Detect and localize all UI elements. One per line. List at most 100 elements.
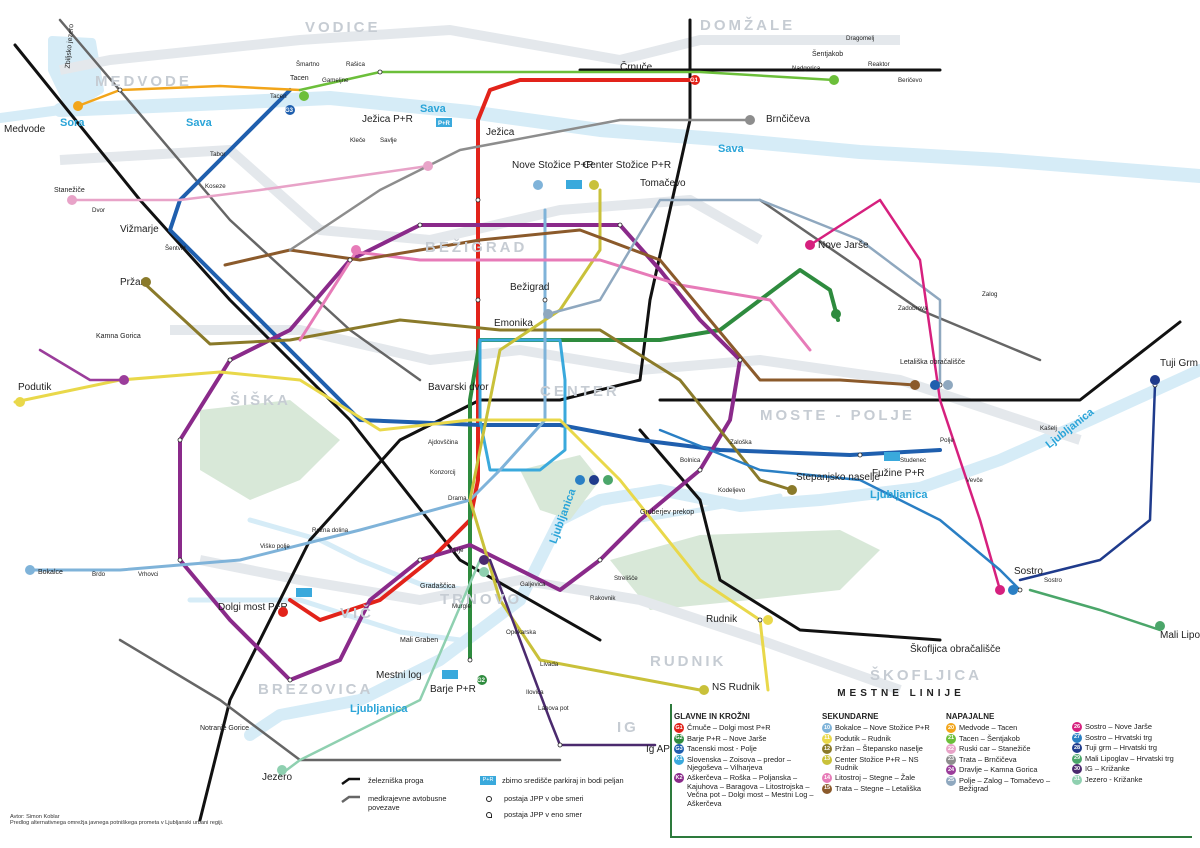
line-20 bbox=[76, 84, 302, 108]
legend-stop-both: postaja JPP v obe smeri bbox=[486, 794, 584, 803]
station-label: Šentvid bbox=[165, 245, 186, 252]
station-label: Studenec bbox=[900, 457, 926, 464]
pr-hub-labels: Ježica P+R Nove Stožice P+R Center Stoži… bbox=[218, 114, 925, 695]
station-label: Reaktor bbox=[868, 61, 890, 68]
pr-hub-label: Nove Stožice P+R bbox=[512, 160, 593, 171]
place-label: Brnčičeva bbox=[766, 114, 810, 125]
river-ljubljanica-north bbox=[514, 364, 1200, 606]
svg-text:P+R: P+R bbox=[438, 121, 451, 127]
district-label: RUDNIK bbox=[650, 653, 726, 670]
park-golovec bbox=[610, 530, 880, 610]
station-label: Vevče bbox=[966, 477, 983, 484]
line-badge: 31 bbox=[1072, 774, 1082, 785]
railway-3 bbox=[198, 18, 692, 822]
transit-lines bbox=[13, 18, 1182, 822]
district-label: VODICE bbox=[305, 19, 381, 36]
river-label: Sava bbox=[186, 117, 213, 129]
river-label: Mali Graben bbox=[400, 637, 438, 644]
station-label: Rašica bbox=[346, 61, 365, 68]
intercity-bus-2 bbox=[118, 638, 562, 762]
legend: MESTNE LINIJE železniška proga medkrajev… bbox=[330, 688, 1192, 842]
district-label: BREZOVICA bbox=[258, 681, 373, 698]
station-label: Tacen bbox=[270, 93, 287, 100]
line-badge: 14 bbox=[822, 773, 832, 784]
river-graben bbox=[187, 597, 463, 643]
stop-one-icon bbox=[486, 812, 492, 818]
legend-railway: železniška proga bbox=[340, 776, 423, 786]
legend-intercity: medkrajevne avtobusne povezave bbox=[340, 794, 470, 812]
place-label: Bežigrad bbox=[510, 282, 549, 293]
pr-icon: P+R bbox=[480, 776, 496, 785]
station-label: Lahova pot bbox=[538, 705, 569, 712]
station-label: Sostro bbox=[1044, 577, 1062, 584]
place-label: Vižmarje bbox=[120, 224, 159, 235]
station-label: Kleče bbox=[350, 137, 366, 144]
river-gradascica bbox=[247, 517, 473, 593]
place-label: NS Rudnik bbox=[712, 682, 761, 693]
place-label: Bokalce bbox=[38, 569, 63, 576]
line-26 bbox=[808, 198, 1002, 592]
station-label: Ajdovščina bbox=[428, 439, 458, 446]
lake-zbiljsko bbox=[48, 36, 104, 112]
line-15 bbox=[223, 228, 917, 387]
station-label: Opekarska bbox=[506, 629, 536, 636]
pr-hub-label: Dolgi most P+R bbox=[218, 602, 288, 613]
station-label: Kodeljevo bbox=[718, 487, 746, 494]
line-30 bbox=[488, 558, 657, 747]
author-credit: Avtor: Simon Koblar Predlog alternativne… bbox=[10, 814, 224, 826]
line-29 bbox=[1028, 588, 1162, 632]
line-badge: 28 bbox=[1072, 743, 1082, 753]
station-label: Savlje bbox=[380, 137, 397, 144]
river-label: Sava bbox=[420, 103, 447, 115]
place-label: Mali Lipoglav bbox=[1160, 630, 1200, 641]
line-badge: 20 bbox=[946, 723, 956, 733]
place-labels: Medvode Vižmarje Stanežiče Pržan Kamna G… bbox=[4, 49, 1200, 783]
station-label: Murgle bbox=[452, 603, 471, 610]
line-badge: 29 bbox=[1072, 753, 1082, 764]
svg-text:G2: G2 bbox=[477, 678, 486, 684]
place-label: Medvode bbox=[4, 124, 46, 135]
stop-both-icon bbox=[486, 796, 492, 802]
river-label: Gruberjev prekop bbox=[640, 509, 694, 516]
line-24 bbox=[38, 348, 126, 382]
line-badge: 21 bbox=[946, 733, 956, 744]
place-label: Tuji Grm bbox=[1160, 358, 1198, 369]
station-label: Mirje bbox=[450, 547, 464, 554]
park-rozna-dolina bbox=[200, 400, 340, 500]
river-label: Ljubljanica bbox=[350, 703, 408, 715]
line-badge: G3 bbox=[674, 744, 684, 754]
line-31 bbox=[278, 558, 482, 777]
line-K1 bbox=[478, 338, 567, 472]
pr-hub-label: Fužine P+R bbox=[872, 468, 925, 479]
river-sava bbox=[53, 91, 1200, 183]
district-label: BEŽIGRAD bbox=[425, 238, 527, 256]
river-label: Gradaščica bbox=[420, 583, 456, 590]
intercity-bus-3 bbox=[758, 198, 1042, 362]
district-label: ŠIŠKA bbox=[230, 391, 291, 409]
line-22 bbox=[70, 164, 430, 202]
river-sora bbox=[0, 105, 65, 123]
legend-title: MESTNE LINIJE bbox=[837, 688, 965, 699]
rivers bbox=[0, 36, 1200, 741]
line-badge: 26 bbox=[1072, 722, 1082, 732]
place-label: Ježica bbox=[486, 127, 515, 138]
station-label: Tabor bbox=[210, 151, 225, 158]
station-label: Dvor bbox=[92, 207, 105, 214]
station-label: Viško polje bbox=[260, 543, 290, 550]
line-K2 bbox=[178, 223, 742, 682]
place-label: Bavarski dvor bbox=[428, 382, 489, 393]
line-11 bbox=[13, 370, 770, 692]
place-label: Ig AP bbox=[646, 744, 670, 755]
line-badge: K2 bbox=[674, 773, 684, 784]
station-label: Dragomelj bbox=[846, 35, 874, 42]
